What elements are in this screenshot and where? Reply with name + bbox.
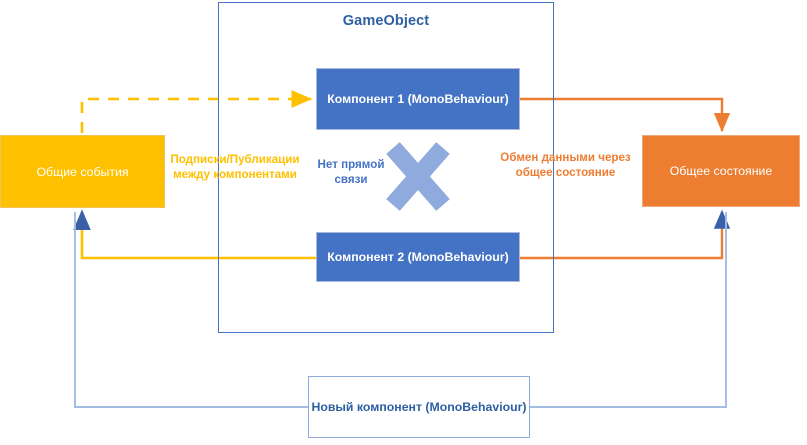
annotation-no-direct-connection: Нет прямой связи (305, 157, 397, 188)
edge-component1-to-state (520, 97, 731, 133)
annotation-pubsub-line1: Подписки/Публикации (170, 153, 300, 166)
node-new-component[interactable]: Новый компонент (MonoBehaviour) (308, 376, 530, 438)
x-cross-mark (386, 142, 450, 211)
node-component-1-label: Компонент 1 (MonoBehaviour) (327, 92, 509, 106)
annotation-data-exchange-line2: общее состояние (515, 166, 616, 180)
annotation-no-direct-line1: Нет прямой (317, 158, 385, 171)
node-component-1[interactable]: Компонент 1 (MonoBehaviour) (316, 68, 520, 130)
node-shared-state[interactable]: Общее состояние (642, 135, 800, 207)
node-component-2[interactable]: Компонент 2 (MonoBehaviour) (316, 232, 520, 282)
node-shared-events-label: Общие события (36, 164, 129, 179)
node-shared-events[interactable]: Общие события (0, 135, 165, 208)
annotation-pubsub: Подписки/Публикации между компонентами (160, 152, 310, 183)
annotation-data-exchange: Обмен данными через общее состояние (493, 150, 638, 181)
edge-newcomponent-to-state (530, 212, 727, 408)
gameobject-container: GameObject (218, 2, 554, 333)
annotation-data-exchange-line1: Обмен данными через (500, 151, 631, 164)
node-new-component-label: Новый компонент (MonoBehaviour) (311, 400, 527, 414)
edge-component2-to-state (520, 209, 731, 260)
annotation-pubsub-line2: между компонентами (173, 168, 297, 182)
edge-component2-to-events (73, 209, 316, 260)
edge-events-to-component1 (80, 90, 313, 133)
node-component-2-label: Компонент 2 (MonoBehaviour) (327, 250, 509, 264)
node-shared-state-label: Общее состояние (669, 164, 773, 178)
gameobject-title: GameObject (342, 13, 430, 29)
annotation-no-direct-line2: связи (334, 173, 368, 187)
edge-newcomponent-to-events (74, 212, 308, 408)
